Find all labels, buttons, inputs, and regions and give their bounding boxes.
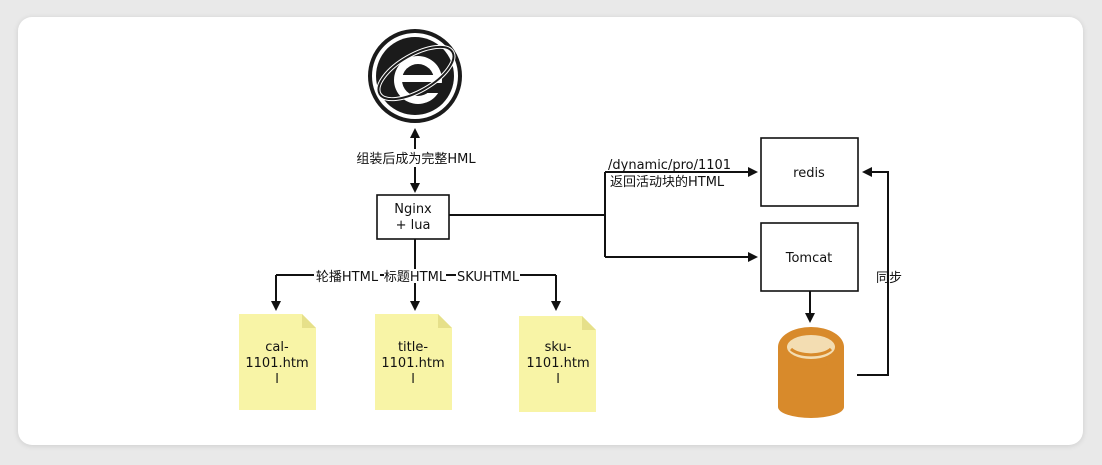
edge-label-to-cal: 轮播HTML <box>316 270 379 285</box>
database-icon <box>778 327 844 418</box>
file-title-line3: l <box>411 372 415 387</box>
edge-label-redis-line2: 返回活动块的HTML <box>610 174 725 190</box>
browser-icon <box>368 29 462 123</box>
architecture-diagram: 组装后成为完整HML Nginx + lua 轮播HTML 标题HTML SKU… <box>239 29 902 418</box>
tomcat-node[interactable]: Tomcat <box>760 222 859 292</box>
file-title-line2: 1101.htm <box>381 356 444 371</box>
redis-node[interactable]: redis <box>760 137 859 207</box>
edge-label-bg <box>355 149 477 167</box>
file-sku-line1: sku- <box>545 340 572 355</box>
edge-db-redis-sync <box>857 167 889 376</box>
file-cal-line1: cal- <box>265 340 289 355</box>
file-title-node[interactable]: title- 1101.htm l <box>375 314 452 410</box>
edge-label-sync: 同步 <box>876 271 902 286</box>
edge-label-to-sku: SKUHTML <box>457 270 520 285</box>
file-sku-line2: 1101.htm <box>526 356 589 371</box>
nginx-node[interactable]: Nginx + lua <box>376 194 450 240</box>
diagram-card: 组装后成为完整HML Nginx + lua 轮播HTML 标题HTML SKU… <box>18 17 1083 445</box>
nginx-label-line1: Nginx <box>394 202 432 217</box>
file-cal-node[interactable]: cal- 1101.htm l <box>239 314 316 410</box>
file-sku-node[interactable]: sku- 1101.htm l <box>519 316 596 412</box>
edge-label-redis-line1: /dynamic/pro/1101 <box>608 158 731 173</box>
redis-label: redis <box>793 166 825 181</box>
edge-label-bg <box>456 269 520 283</box>
file-sku-line3: l <box>556 372 560 387</box>
file-cal-line2: 1101.htm <box>245 356 308 371</box>
edge-label-browser-nginx: 组装后成为完整HML <box>356 152 476 167</box>
edge-label-to-title: 标题HTML <box>384 270 447 285</box>
edge-label-bg <box>384 269 446 283</box>
nginx-label-line2: + lua <box>396 218 431 233</box>
file-cal-line3: l <box>275 372 279 387</box>
file-title-line1: title- <box>398 340 428 355</box>
tomcat-label: Tomcat <box>785 251 833 266</box>
edge-label-bg <box>314 269 380 283</box>
